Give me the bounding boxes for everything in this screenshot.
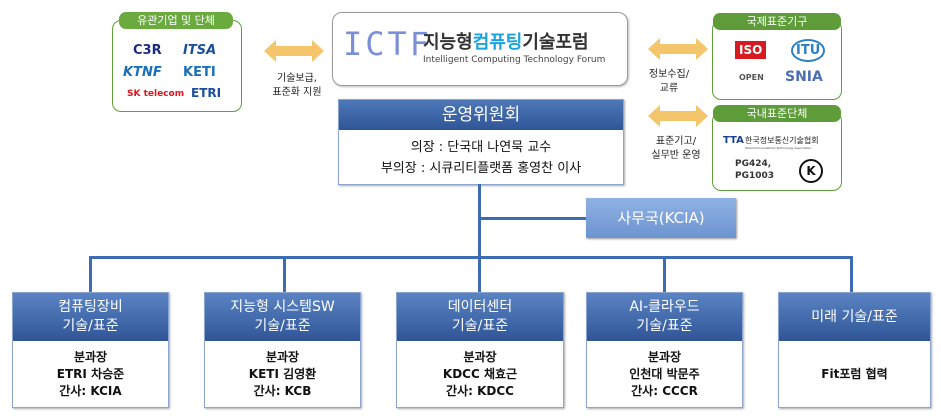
- keti-logo: KETI: [183, 65, 216, 80]
- subcommittee-3-line-2: KDCC 채효근: [442, 366, 518, 381]
- subcommittee-2-title-2: 기술/표준: [254, 318, 311, 334]
- subcommittee-4-line-3: 간사: CCCR: [631, 383, 698, 398]
- committee-chair: 의장 : 단국대 나연묵 교수: [410, 140, 552, 155]
- subcommittee-card-2: 지능형 시스템SW 기술/표준 분과장 KETI 김영환 간사: KCB: [204, 292, 361, 408]
- domestic-std-box: 국내표준단체 TTA 한국정보통신기술협회 Telecommunications…: [712, 105, 842, 191]
- itsa-logo: ITSA: [183, 43, 217, 58]
- left-arrow-label-line1: 기술보급,: [277, 73, 317, 84]
- domestic-std-title: 국내표준단체: [713, 105, 841, 122]
- left-arrow-label-line2: 표준화 지원: [272, 87, 322, 98]
- connector-drop-2: [283, 256, 286, 292]
- subcommittee-3-title-1: 데이터센터: [447, 299, 513, 315]
- kc-mark-logo: K: [799, 159, 823, 183]
- itu-logo: ITU: [791, 39, 826, 62]
- intl-std-box: 국제표준기구 ISO ITU OPEN SNIA: [712, 13, 842, 100]
- subcommittee-3-body: 분과장 KDCC 채효근 간사: KDCC: [397, 341, 563, 407]
- right-arrow-2-label-line2: 실무반 운영: [651, 150, 701, 161]
- subcommittee-3-line-3: 간사: KDCC: [446, 383, 514, 398]
- iso-logo: ISO: [735, 41, 767, 59]
- subcommittee-5-line-1: Fit포럼 협력: [821, 366, 888, 381]
- connector-vertical-main: [478, 184, 481, 258]
- forum-logo-box: ICTF 지능형컴퓨팅기술포럼 Intelligent Computing Te…: [332, 12, 628, 86]
- secretariat-box: 사무국(KCIA): [586, 198, 736, 238]
- subcommittee-2-title-1: 지능형 시스템SW: [230, 299, 335, 315]
- right-arrow-1-label: 정보수집/ 교류: [634, 68, 704, 96]
- subcommittee-1-line-3: 간사: KCIA: [59, 383, 122, 398]
- pg1003-text: PG1003: [735, 171, 775, 181]
- forum-name-prefix: 지능형: [423, 32, 473, 53]
- subcommittee-5-title-1: 미래 기술/표준: [811, 308, 898, 325]
- forum-name-suffix: 기술포럼: [522, 32, 589, 53]
- tta-name-en: Telecommunications Technology Associatio…: [745, 146, 812, 150]
- c3r-logo: C3R: [133, 43, 162, 58]
- subcommittee-card-4: AI-클라우드 기술/표준 분과장 인천대 박문주 간사: CCCR: [586, 292, 743, 408]
- right-arrow-2-label: 표준기고/ 실무반 운영: [636, 135, 716, 163]
- connector-drop-3: [478, 256, 481, 292]
- tta-logo: TTA: [723, 135, 744, 146]
- snia-logo: SNIA: [785, 69, 823, 85]
- right-double-arrow-1: [648, 38, 708, 60]
- subcommittee-4-title-2: 기술/표준: [636, 318, 693, 334]
- intl-std-title: 국제표준기구: [713, 13, 841, 30]
- subcommittee-2-body: 분과장 KETI 김영환 간사: KCB: [205, 341, 360, 407]
- subcommittee-card-1: 컴퓨팅장비 기술/표준 분과장 ETRI 차승준 간사: KCIA: [12, 292, 169, 408]
- left-arrow-label: 기술보급, 표준화 지원: [262, 72, 332, 100]
- committee-box: 운영위원회 의장 : 단국대 나연묵 교수 부의장 : 시큐리티플랫폼 홍영찬 …: [338, 99, 624, 185]
- connector-secretariat: [478, 217, 588, 220]
- subcommittee-1-line-1: 분과장: [73, 349, 108, 364]
- connector-drop-1: [89, 256, 92, 292]
- subcommittee-1-title-2: 기술/표준: [62, 318, 119, 334]
- subcommittee-2-line-1: 분과장: [265, 349, 300, 364]
- tta-name-ko: 한국정보통신기술협회: [745, 136, 819, 145]
- etri-logo: ETRI: [191, 86, 222, 100]
- open-logo: OPEN: [739, 73, 764, 82]
- connector-drop-5: [850, 256, 853, 292]
- subcommittee-4-head: AI-클라우드 기술/표준: [587, 293, 742, 341]
- forum-name-highlight: 컴퓨팅: [472, 32, 523, 53]
- subcommittee-card-5: 미래 기술/표준 Fit포럼 협력: [778, 292, 931, 408]
- subcommittee-1-head: 컴퓨팅장비 기술/표준: [13, 293, 168, 341]
- ictf-logo: ICTF: [343, 25, 433, 63]
- connector-drop-4: [663, 256, 666, 292]
- subcommittee-5-body: Fit포럼 협력: [779, 341, 930, 407]
- subcommittee-4-title-1: AI-클라우드: [629, 299, 700, 315]
- left-double-arrow: [264, 40, 324, 62]
- subcommittee-3-head: 데이터센터 기술/표준: [397, 293, 563, 341]
- subcommittee-4-body: 분과장 인천대 박문주 간사: CCCR: [587, 341, 742, 407]
- forum-name-en: Intelligent Computing Technology Forum: [423, 55, 606, 65]
- subcommittee-1-body: 분과장 ETRI 차승준 간사: KCIA: [13, 341, 168, 407]
- subcommittee-2-line-2: KETI 김영환: [248, 366, 317, 381]
- related-orgs-title: 유관기업 및 단체: [119, 12, 233, 29]
- subcommittee-card-3: 데이터센터 기술/표준 분과장 KDCC 채효근 간사: KDCC: [396, 292, 564, 408]
- subcommittee-2-head: 지능형 시스템SW 기술/표준: [205, 293, 360, 341]
- right-arrow-1-label-line1: 정보수집/: [648, 69, 690, 80]
- committee-vice-chair: 부의장 : 시큐리티플랫폼 홍영찬 이사: [380, 161, 582, 176]
- subcommittee-5-head: 미래 기술/표준: [779, 293, 930, 341]
- subcommittee-2-line-3: 간사: KCB: [253, 383, 312, 398]
- related-orgs-box: 유관기업 및 단체 C3R ITSA KTNF KETI ETRI SK tel…: [112, 12, 242, 112]
- subcommittee-3-line-1: 분과장: [463, 349, 497, 364]
- subcommittee-4-line-1: 분과장: [647, 349, 682, 364]
- committee-title: 운영위원회: [339, 100, 623, 130]
- subcommittee-3-title-2: 기술/표준: [451, 318, 509, 334]
- forum-name-ko: 지능형컴퓨팅기술포럼: [423, 28, 589, 54]
- sk-telecom-logo: SK telecom: [127, 89, 185, 99]
- subcommittee-4-line-2: 인천대 박문주: [629, 366, 700, 381]
- right-arrow-2-label-line1: 표준기고/: [655, 136, 697, 147]
- subcommittee-1-title-1: 컴퓨팅장비: [58, 299, 123, 315]
- ktnf-logo: KTNF: [123, 65, 162, 80]
- right-arrow-1-label-line2: 교류: [659, 83, 679, 94]
- connector-horizontal: [89, 256, 853, 259]
- pg424-text: PG424,: [735, 159, 772, 169]
- right-double-arrow-2: [648, 105, 708, 127]
- subcommittee-1-line-2: ETRI 차승준: [56, 366, 125, 381]
